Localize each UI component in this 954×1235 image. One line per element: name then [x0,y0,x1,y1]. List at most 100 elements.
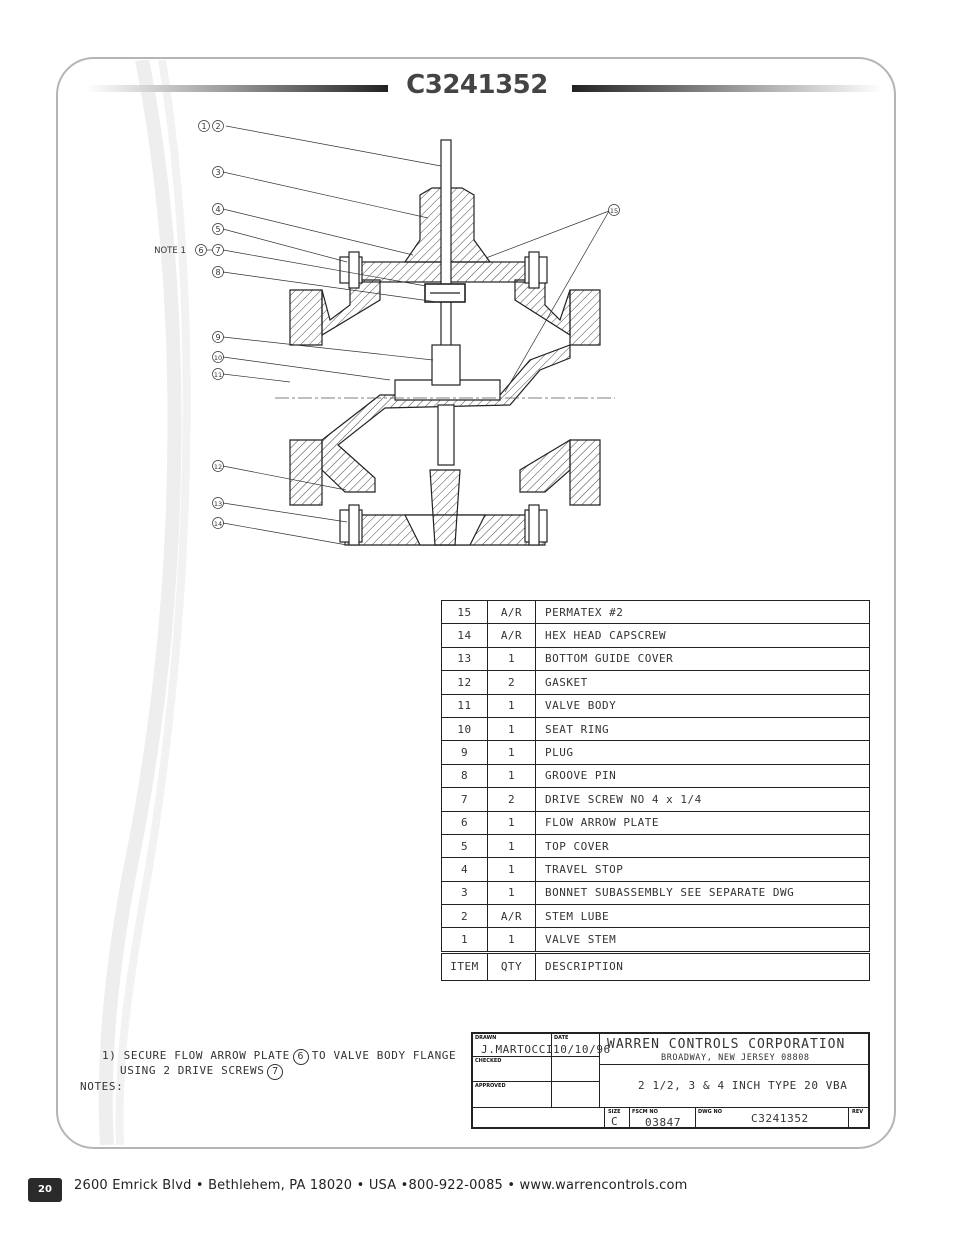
note-ref-6: 6 [292,1049,309,1065]
parts-cell-qty: 2 [487,787,536,812]
page-number-badge: 20 [28,1178,62,1202]
rev-label: REV [852,1109,864,1115]
parts-cell-qty: 1 [487,810,536,835]
svg-text:4: 4 [215,205,220,214]
note-2-text: USING 2 DRIVE SCREWS [120,1064,265,1077]
callout-1: 1 [198,120,210,132]
callout-8: 8 [212,266,224,278]
svg-text:3: 3 [215,168,220,177]
parts-cell-qty: 1 [487,927,536,953]
parts-cell-qty: 2 [487,670,536,695]
parts-cell-description: BONNET SUBASSEMBLY SEE SEPARATE DWG [535,880,870,906]
parts-cell-item: 11 [441,693,488,718]
parts-cell-item: 3 [441,880,488,906]
svg-text:8: 8 [215,268,220,277]
svg-text:7: 7 [215,246,220,255]
parts-cell-qty: 1 [487,740,536,765]
svg-text:1: 1 [201,122,206,131]
drawn-label: DRAWN [475,1035,497,1041]
parts-cell-description: GROOVE PIN [535,763,870,789]
parts-cell-description: TRAVEL STOP [535,857,870,882]
parts-cell-item: 1 [441,927,488,953]
svg-text:9: 9 [215,333,220,342]
callout-14: 14 [212,517,224,529]
svg-text:14: 14 [214,520,222,528]
company-name: WARREN CONTROLS CORPORATION [607,1037,846,1052]
svg-text:2: 2 [215,122,220,131]
dwg-number: C3241352 [751,1112,809,1125]
parts-cell-item: 4 [441,857,488,882]
parts-cell-item: 10 [441,716,488,742]
parts-cell-description: VALVE STEM [535,927,870,953]
date-label: DATE [554,1035,569,1041]
parts-cell-item: 14 [441,623,488,648]
dwg-no-label: DWG NO [698,1109,722,1115]
parts-cell-item: 13 [441,646,488,672]
parts-cell-qty: A/R [487,623,536,648]
callout-7: 7 [212,244,224,256]
svg-text:11: 11 [214,371,222,379]
callout-6: 6 [195,244,207,256]
callout-5: 5 [212,223,224,235]
drawing-size: C [611,1115,619,1128]
parts-cell-description: SEAT RING [535,716,870,742]
callout-9: 9 [212,331,224,343]
checked-label: CHECKED [475,1058,502,1064]
title-bar-right [572,85,882,92]
decorative-swoosh [98,60,191,1145]
parts-cell-qty: 1 [487,693,536,718]
note-1-label: NOTE 1 [154,246,186,256]
parts-cell-qty: 1 [487,880,536,906]
callout-11: 11 [212,368,224,380]
parts-cell-description: VALVE BODY [535,693,870,718]
parts-cell-qty: A/R [487,904,536,929]
parts-cell-item: 2 [441,904,488,929]
note-1-text-a: 1) SECURE FLOW ARROW PLATE [102,1049,290,1062]
parts-cell-qty: 1 [487,833,536,859]
parts-cell-item: 6 [441,810,488,835]
parts-cell-description: PLUG [535,740,870,765]
title-block: DRAWN J.MARTOCCI DATE 10/10/96 CHECKED A… [471,1032,870,1129]
callout-15: 15 [608,204,620,216]
svg-text:10: 10 [214,354,222,362]
size-label: SIZE [608,1109,621,1115]
fscm-label: FSCM NO [632,1109,658,1115]
drawing-description: 2 1/2, 3 & 4 INCH TYPE 20 VBA [638,1079,848,1092]
valve-cross-section-drawing: 1 2 3 4 5 6 7 8 9 10 11 12 13 14 15 NOTE… [154,120,620,546]
callout-13: 13 [212,497,224,509]
parts-cell-item: 9 [441,740,488,765]
footer-address: 2600 Emrick Blvd • Bethlehem, PA 18020 •… [74,1178,688,1193]
parts-cell-qty: 1 [487,763,536,789]
parts-cell-description: GASKET [535,670,870,695]
note-1-text-b: TO VALVE BODY FLANGE [311,1049,457,1062]
notes-heading: NOTES: [80,1080,124,1093]
callout-10: 10 [212,351,224,363]
parts-cell-qty: 1 [487,857,536,882]
parts-cell-qty: 1 [487,646,536,672]
callout-12: 12 [212,460,224,472]
drawn-by: J.MARTOCCI [481,1043,554,1056]
page-frame [56,57,896,1149]
parts-cell-item: 12 [441,670,488,695]
parts-header-qty: QTY [487,950,536,981]
fscm-number: 03847 [645,1116,682,1129]
parts-cell-description: TOP COVER [535,833,870,859]
parts-cell-item: 5 [441,833,488,859]
drawn-date: 10/10/96 [553,1043,611,1056]
svg-text:13: 13 [214,500,222,508]
parts-cell-qty: A/R [487,599,536,625]
